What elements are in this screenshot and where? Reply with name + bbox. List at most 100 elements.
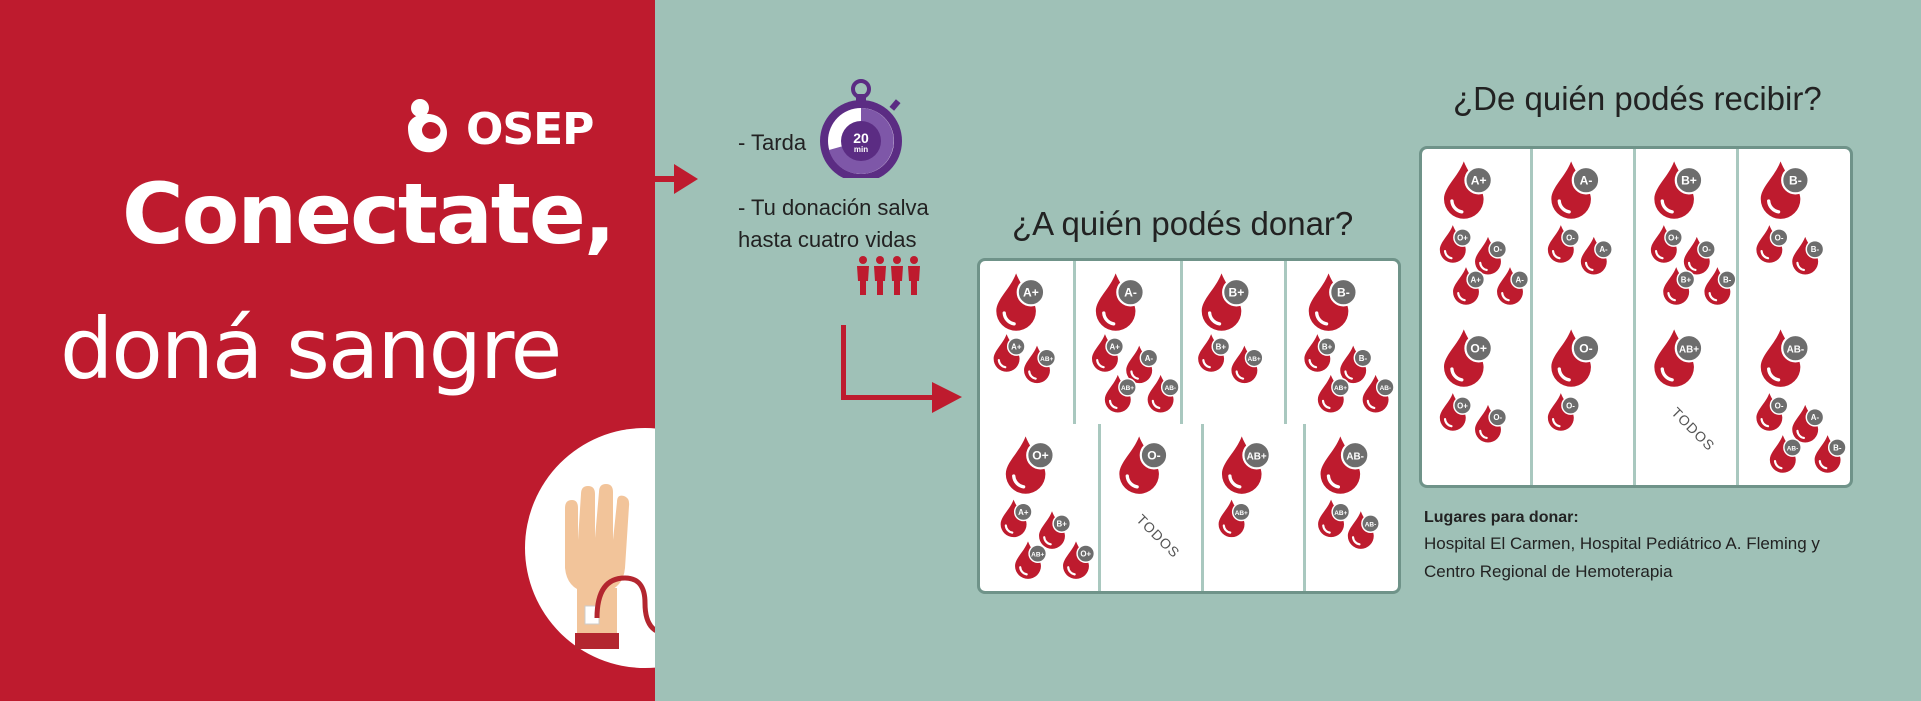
receive-main-drop: AB- bbox=[1760, 329, 1810, 387]
receive-main-drop-label: A- bbox=[1580, 174, 1593, 188]
receive-small-drop-label: B+ bbox=[1681, 275, 1692, 284]
receive-main-drop-label: AB- bbox=[1787, 345, 1805, 356]
receive-small-drop-label: A- bbox=[1811, 413, 1820, 422]
hero-panel: OSEP Conectate, doná sangre bbox=[0, 0, 765, 701]
receive-small-drop: O- bbox=[1547, 393, 1580, 431]
donate-small-drop: B+ bbox=[1304, 334, 1337, 372]
donate-small-drop: O+ bbox=[1063, 541, 1096, 579]
people-icon bbox=[857, 256, 920, 295]
receive-small-drop: O- bbox=[1547, 225, 1580, 263]
donate-divider bbox=[1284, 261, 1287, 424]
donate-grid: A+A+AB+A-A+A-AB+AB-B+B+AB+B-B+B-AB+AB-O+… bbox=[977, 258, 1401, 594]
receive-small-drop-label: O+ bbox=[1457, 401, 1468, 410]
receive-divider bbox=[1736, 317, 1739, 485]
receive-main-drop-label: B- bbox=[1789, 174, 1802, 188]
receive-small-drop-label: O- bbox=[1566, 401, 1575, 410]
receive-main-drop: A+ bbox=[1444, 161, 1493, 219]
donate-small-drop-label: B+ bbox=[1216, 342, 1227, 351]
receive-main-drop: A- bbox=[1551, 161, 1601, 219]
places-line2: Centro Regional de Hemoterapia bbox=[1424, 562, 1673, 581]
donate-main-drop: AB- bbox=[1320, 436, 1370, 494]
receive-divider bbox=[1633, 149, 1636, 317]
donate-svg: A+A+AB+A-A+A-AB+AB-B+B+AB+B-B+B-AB+AB-O+… bbox=[993, 273, 1395, 579]
headline-line1: Conectate, bbox=[122, 165, 616, 263]
receive-grid: A+O+O-A+A-A-O-A-B+O+O-B+B-B-O-B-O+O+O-O-… bbox=[1419, 146, 1853, 488]
donate-main-drop: O- bbox=[1119, 436, 1169, 494]
receive-small-drop: A- bbox=[1580, 236, 1613, 275]
receive-main-drop: B- bbox=[1760, 161, 1810, 219]
donate-divider bbox=[1073, 261, 1076, 424]
donate-small-drop: AB+ bbox=[1317, 374, 1350, 413]
receive-small-drop: O+ bbox=[1650, 225, 1683, 263]
receive-small-drop-label: O- bbox=[1775, 233, 1784, 242]
receive-small-drop: B+ bbox=[1663, 267, 1696, 305]
donate-main-drop: A- bbox=[1095, 273, 1145, 331]
receive-small-drop-label: B- bbox=[1833, 443, 1842, 452]
receive-small-drop: O- bbox=[1756, 393, 1789, 431]
receive-divider bbox=[1530, 317, 1533, 485]
receive-small-drop: B- bbox=[1792, 236, 1825, 275]
receive-small-drop-label: O+ bbox=[1668, 233, 1679, 242]
donate-small-drop: A+ bbox=[1092, 334, 1125, 372]
receive-small-drop-label: O- bbox=[1775, 401, 1784, 410]
donate-divider bbox=[1180, 261, 1183, 424]
receive-main-drop: O- bbox=[1551, 329, 1601, 387]
donate-small-drop-label: AB- bbox=[1380, 385, 1392, 392]
donate-small-drop-label: AB+ bbox=[1040, 356, 1053, 363]
receive-main-drop: AB+ bbox=[1654, 329, 1704, 387]
receive-main-drop: O+ bbox=[1444, 329, 1493, 387]
donate-small-drop: A- bbox=[1126, 345, 1159, 384]
donate-divider bbox=[1201, 424, 1204, 591]
stopwatch-icon: 20 min bbox=[816, 78, 906, 182]
receive-main-drop-label: O+ bbox=[1470, 342, 1486, 356]
donate-small-drop-label: AB+ bbox=[1121, 385, 1134, 392]
donate-small-drop: AB- bbox=[1147, 374, 1180, 413]
donate-main-drop-label: O- bbox=[1147, 449, 1160, 463]
receive-main-drop: B+ bbox=[1654, 161, 1704, 219]
donate-main-drop-label: AB- bbox=[1346, 452, 1364, 463]
receive-title: ¿De quién podés recibir? bbox=[1453, 80, 1822, 117]
receive-small-drop: B- bbox=[1704, 267, 1737, 305]
donate-small-drop: AB- bbox=[1347, 511, 1380, 549]
receive-divider bbox=[1633, 317, 1636, 485]
donate-small-drop: AB+ bbox=[1024, 345, 1057, 384]
donate-small-drop: AB+ bbox=[1104, 374, 1137, 413]
receive-small-drop-label: A- bbox=[1599, 245, 1608, 254]
receive-small-drop-label: O- bbox=[1566, 233, 1575, 242]
headline-line2: doná sangre bbox=[60, 300, 562, 398]
receive-small-drop: A+ bbox=[1453, 267, 1486, 305]
donate-small-drop-label: AB+ bbox=[1031, 552, 1044, 559]
donate-main-drop: B+ bbox=[1201, 273, 1251, 331]
receive-small-drop: O+ bbox=[1439, 393, 1472, 431]
osep-logo bbox=[400, 96, 464, 161]
receive-small-drop: A- bbox=[1497, 267, 1530, 305]
receive-small-drop-label: AB- bbox=[1787, 445, 1799, 452]
receive-main-drop-label: A+ bbox=[1471, 174, 1487, 188]
donate-small-drop-label: AB- bbox=[1365, 521, 1377, 528]
donate-small-drop: AB+ bbox=[1015, 541, 1048, 579]
receive-main-drop-label: AB+ bbox=[1679, 345, 1699, 356]
donate-small-drop-label: AB+ bbox=[1334, 510, 1347, 517]
receive-small-drop: O- bbox=[1756, 225, 1789, 263]
places-line1: Hospital El Carmen, Hospital Pediátrico … bbox=[1424, 534, 1820, 553]
lives-note-line2: hasta cuatro vidas bbox=[738, 227, 917, 252]
donate-main-drop: A+ bbox=[996, 273, 1046, 331]
osep-logo-icon bbox=[408, 99, 447, 153]
donate-small-drop-label: AB- bbox=[1165, 385, 1177, 392]
timer-value: 20 bbox=[853, 130, 869, 146]
donate-small-drop-label: B+ bbox=[1057, 519, 1068, 528]
donate-small-drop: AB- bbox=[1362, 374, 1395, 413]
donate-small-drop: AB+ bbox=[1231, 345, 1264, 384]
donate-main-drop-label: B+ bbox=[1228, 286, 1244, 300]
time-note: - Tarda bbox=[738, 130, 807, 155]
receive-small-drop-label: A+ bbox=[1471, 275, 1482, 284]
donate-small-drop: B+ bbox=[1198, 334, 1231, 372]
receive-small-drop-label: B- bbox=[1811, 245, 1820, 254]
donate-small-drop: B- bbox=[1340, 345, 1373, 384]
donate-divider bbox=[1098, 424, 1101, 591]
receive-small-drop: O+ bbox=[1439, 225, 1472, 263]
donate-small-drop-label: B+ bbox=[1322, 342, 1333, 351]
donate-small-drop-label: A+ bbox=[1011, 342, 1022, 351]
receive-divider bbox=[1530, 149, 1533, 317]
donate-small-drop-label: AB+ bbox=[1235, 510, 1248, 517]
